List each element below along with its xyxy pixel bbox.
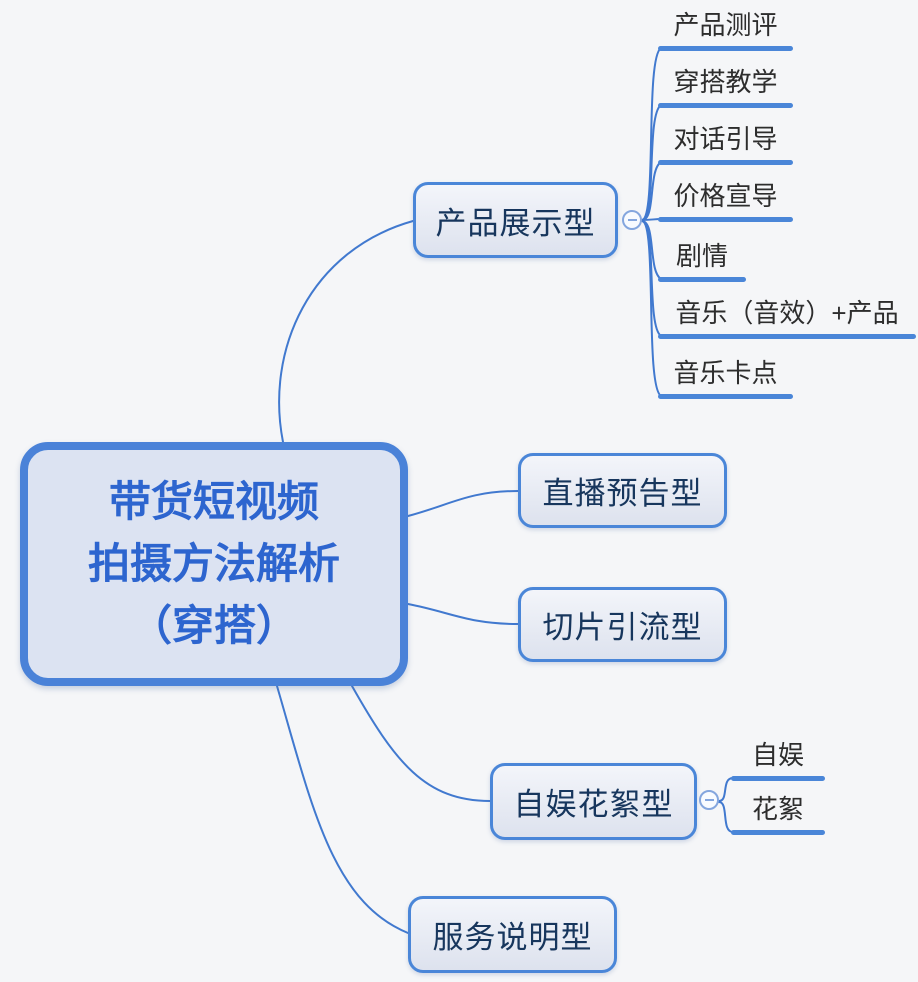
minus-icon bbox=[704, 799, 714, 801]
branch-live-preview-label: 直播预告型 bbox=[542, 476, 703, 511]
leaf-underline bbox=[658, 103, 793, 108]
leaf-label: 自娱 bbox=[751, 740, 804, 770]
branch-clip-traffic[interactable]: 切片引流型 bbox=[518, 587, 727, 662]
root-topic-line2: 拍摄方法解析 bbox=[87, 540, 340, 587]
leaf-label: 花絮 bbox=[751, 794, 804, 824]
collapse-button-fun-bts[interactable] bbox=[699, 790, 719, 810]
leaf-underline bbox=[658, 277, 746, 282]
leaf-music-beat[interactable]: 音乐卡点 bbox=[658, 358, 793, 399]
root-topic[interactable]: 带货短视频 拍摄方法解析 （穿搭） bbox=[20, 442, 408, 686]
leaf-underline bbox=[731, 830, 825, 835]
leaf-underline bbox=[658, 160, 793, 165]
leaf-bts[interactable]: 花絮 bbox=[731, 794, 825, 835]
leaf-label: 音乐（音效）+产品 bbox=[675, 298, 899, 328]
branch-fun-bts-label: 自娱花絮型 bbox=[513, 787, 674, 822]
root-topic-line3: （穿搭） bbox=[129, 602, 298, 649]
leaf-label: 穿搭教学 bbox=[673, 67, 778, 97]
leaf-dialog-guide[interactable]: 对话引导 bbox=[658, 124, 793, 165]
leaf-underline bbox=[731, 776, 825, 781]
leaf-plot[interactable]: 剧情 bbox=[658, 241, 746, 282]
leaf-outfit-teaching[interactable]: 穿搭教学 bbox=[658, 67, 793, 108]
minus-icon bbox=[627, 219, 637, 221]
leaf-underline bbox=[658, 334, 916, 339]
leaf-product-review[interactable]: 产品测评 bbox=[658, 10, 793, 51]
leaf-label: 音乐卡点 bbox=[673, 358, 778, 388]
leaf-label: 价格宣导 bbox=[673, 181, 778, 211]
branch-fun-bts[interactable]: 自娱花絮型 bbox=[490, 763, 697, 840]
branch-live-preview[interactable]: 直播预告型 bbox=[518, 453, 727, 528]
leaf-self-fun[interactable]: 自娱 bbox=[731, 740, 825, 781]
leaf-price-promotion[interactable]: 价格宣导 bbox=[658, 181, 793, 222]
leaf-underline bbox=[658, 394, 793, 399]
branch-clip-traffic-label: 切片引流型 bbox=[542, 610, 703, 645]
leaf-underline bbox=[658, 46, 793, 51]
branch-service-explain[interactable]: 服务说明型 bbox=[408, 896, 617, 973]
leaf-label: 对话引导 bbox=[673, 124, 778, 154]
branch-product-display-label: 产品展示型 bbox=[435, 205, 596, 241]
leaf-underline bbox=[658, 217, 793, 222]
leaf-music-plus-product[interactable]: 音乐（音效）+产品 bbox=[658, 298, 916, 339]
branch-service-explain-label: 服务说明型 bbox=[432, 920, 593, 955]
leaf-label: 产品测评 bbox=[673, 10, 778, 40]
collapse-button-product-display[interactable] bbox=[622, 210, 642, 230]
branch-product-display[interactable]: 产品展示型 bbox=[413, 182, 618, 258]
root-topic-line1: 带货短视频 bbox=[108, 478, 319, 525]
leaf-label: 剧情 bbox=[675, 241, 728, 271]
